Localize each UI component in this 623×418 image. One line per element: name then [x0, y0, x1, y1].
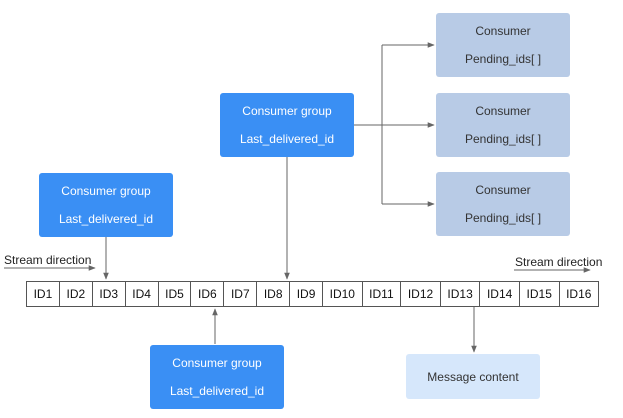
group-title: Consumer group [172, 356, 262, 370]
group-title: Consumer group [242, 104, 332, 118]
stream-entry: ID11 [363, 282, 402, 306]
consumer-group-bottom: Consumer group Last_delivered_id [150, 345, 284, 409]
stream-direction-label-right: Stream direction [515, 255, 603, 269]
stream-entry: ID12 [401, 282, 441, 306]
group-last-delivered-id: Last_delivered_id [169, 384, 265, 398]
stream-entry: ID2 [60, 282, 93, 306]
stream-entry: ID14 [480, 282, 520, 306]
group-title: Consumer group [61, 184, 151, 198]
consumer-pending-ids: Pending_ids[ ] [464, 211, 542, 225]
stream-entry: ID13 [441, 282, 481, 306]
stream-entry: ID4 [126, 282, 159, 306]
consumer-title: Consumer [475, 104, 531, 118]
stream-entry: ID15 [520, 282, 560, 306]
consumer-3: Consumer Pending_ids[ ] [436, 172, 570, 236]
group-last-delivered-id: Last_delivered_id [58, 212, 154, 226]
stream-entry: ID9 [290, 282, 324, 306]
consumer-2: Consumer Pending_ids[ ] [436, 93, 570, 157]
stream-direction-label-left: Stream direction [4, 253, 92, 267]
message-content-box: Message content [406, 354, 540, 399]
consumer-title: Consumer [475, 183, 531, 197]
consumer-pending-ids: Pending_ids[ ] [464, 132, 542, 146]
consumer-1: Consumer Pending_ids[ ] [436, 13, 570, 77]
group-last-delivered-id: Last_delivered_id [239, 132, 335, 146]
stream-entry: ID7 [224, 282, 258, 306]
stream-entry: ID16 [566, 287, 592, 301]
consumer-group-left: Consumer group Last_delivered_id [39, 173, 173, 237]
stream-entry: ID8 [257, 282, 291, 306]
message-content-label: Message content [427, 369, 519, 384]
stream-entry: ID10 [323, 282, 363, 306]
stream-entries: ID1 ID2 ID3 ID4 ID5 ID6 ID7 ID8 ID9 ID10… [26, 281, 599, 307]
stream-entry: ID5 [159, 282, 192, 306]
stream-entry: ID1 [27, 282, 60, 306]
stream-entry: ID3 [93, 282, 126, 306]
consumer-pending-ids: Pending_ids[ ] [464, 52, 542, 66]
stream-entry: ID6 [191, 282, 225, 306]
consumer-group-center: Consumer group Last_delivered_id [220, 93, 354, 157]
consumer-title: Consumer [475, 24, 531, 38]
